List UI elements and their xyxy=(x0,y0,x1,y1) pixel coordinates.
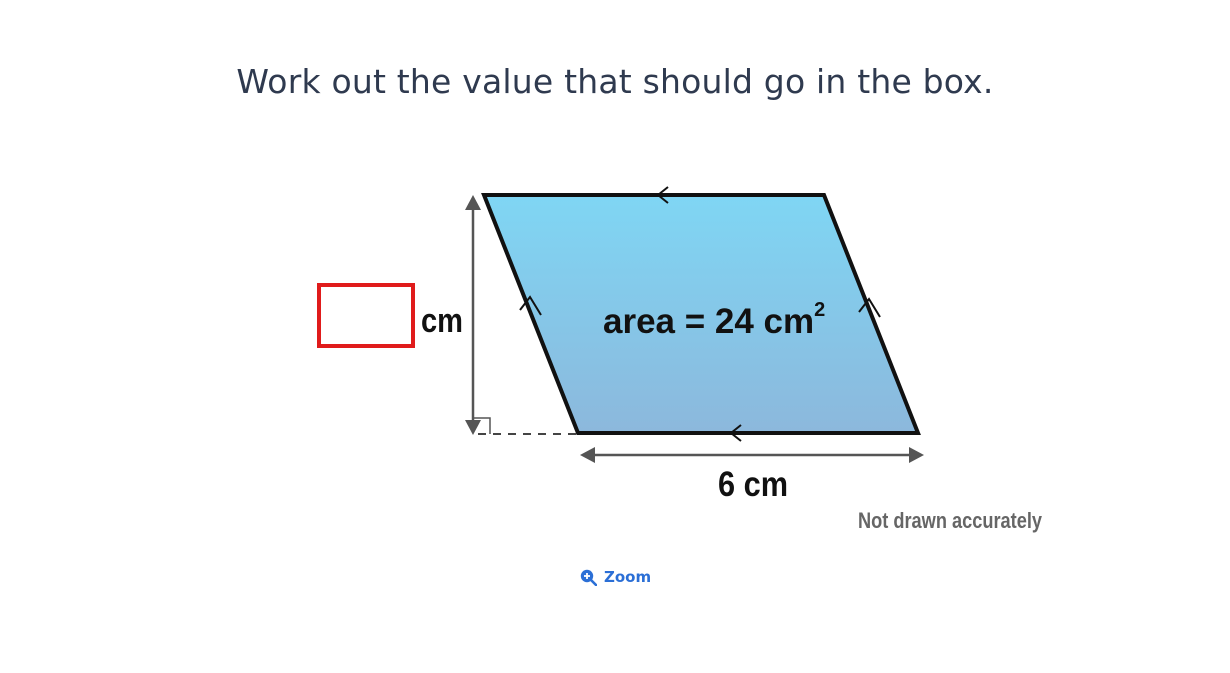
area-label: area = 24 cm2 xyxy=(603,299,825,341)
base-arrow-head-left xyxy=(580,447,595,463)
parallel-marker-top xyxy=(656,186,669,204)
question-text: Work out the value that should go in the… xyxy=(236,62,994,101)
parallelogram-shape xyxy=(481,193,921,435)
parallel-marker-right xyxy=(858,297,881,318)
parallel-marker-bottom xyxy=(729,424,742,442)
answer-box[interactable] xyxy=(317,283,415,348)
base-length-label: 6 cm xyxy=(718,465,788,504)
zoom-button[interactable]: Zoom xyxy=(580,568,651,586)
parallel-marker-left xyxy=(519,295,542,316)
not-drawn-accurately-note: Not drawn accurately xyxy=(858,508,1043,533)
base-arrow-head-right xyxy=(909,447,924,463)
zoom-label: Zoom xyxy=(604,568,652,586)
right-angle-marker xyxy=(473,417,491,434)
area-label-superscript: 2 xyxy=(814,299,825,321)
height-arrow-head-top xyxy=(465,195,481,210)
height-arrow-head-bottom xyxy=(465,420,481,435)
height-unit-label: cm xyxy=(421,302,463,340)
area-label-main: area = 24 cm xyxy=(603,302,814,341)
zoom-in-icon xyxy=(580,569,597,586)
